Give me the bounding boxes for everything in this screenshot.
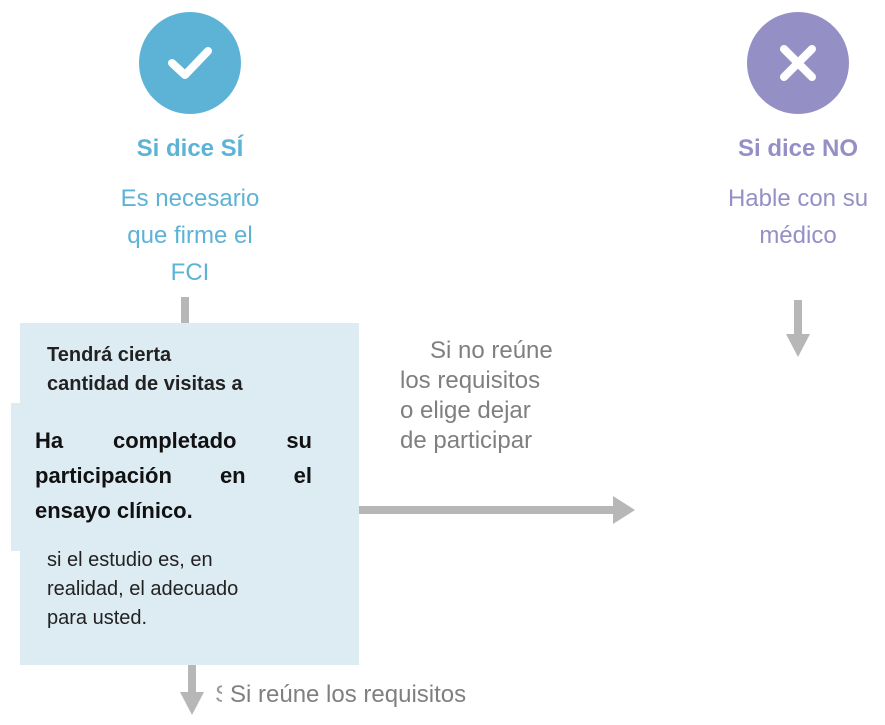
arrow-down-no xyxy=(786,300,810,357)
bottom-note: Si reúne los requisitos xyxy=(230,681,467,708)
arrow-down-bottom xyxy=(180,665,204,715)
yes-text-line: que firme el xyxy=(127,222,253,249)
side-note: Si no reúne los requisitos o elige dejar… xyxy=(400,336,553,456)
no-text-line: médico xyxy=(759,222,837,249)
no-text: Hable con su médico xyxy=(703,180,885,254)
side-note-line: o elige dejar xyxy=(400,397,531,424)
side-note-line: de participar xyxy=(400,427,533,454)
bottom-partial: S xyxy=(215,680,222,710)
yes-text-line: FCI xyxy=(170,259,210,286)
x-icon xyxy=(780,45,816,81)
completed-box: Ha completado su participación en el ens… xyxy=(11,403,347,551)
visits-tail-line: si el estudio es, en xyxy=(47,549,213,571)
yes-text: Es necesario que firme el FCI xyxy=(90,180,290,291)
completed-line: Ha completado su xyxy=(35,428,312,453)
yes-circle xyxy=(139,12,241,114)
no-text-line: Hable con su xyxy=(727,185,869,212)
completed-text: Ha completado su participación en el ens… xyxy=(35,423,312,528)
no-heading: Si dice NO xyxy=(737,135,859,162)
yes-heading: Si dice SÍ xyxy=(136,135,244,162)
check-icon xyxy=(168,47,212,79)
completed-line: participación en el xyxy=(35,463,312,488)
visits-tail-line: para usted. xyxy=(47,607,148,629)
visits-line: Tendrá cierta xyxy=(47,344,172,366)
yes-text-line: Es necesario xyxy=(120,185,260,212)
visits-box-tail: si el estudio es, en realidad, el adecua… xyxy=(47,546,347,636)
no-circle xyxy=(747,12,849,114)
visits-box-heading: Tendrá cierta cantidad de visitas a xyxy=(47,341,337,403)
visits-tail-line: realidad, el adecuado xyxy=(47,578,239,600)
arrow-right xyxy=(355,496,635,524)
side-note-line: Si no reúne xyxy=(430,337,553,364)
visits-line: cantidad de visitas a xyxy=(47,373,243,395)
completed-line: ensayo clínico. xyxy=(35,498,193,523)
side-note-line: los requisitos xyxy=(400,367,541,394)
